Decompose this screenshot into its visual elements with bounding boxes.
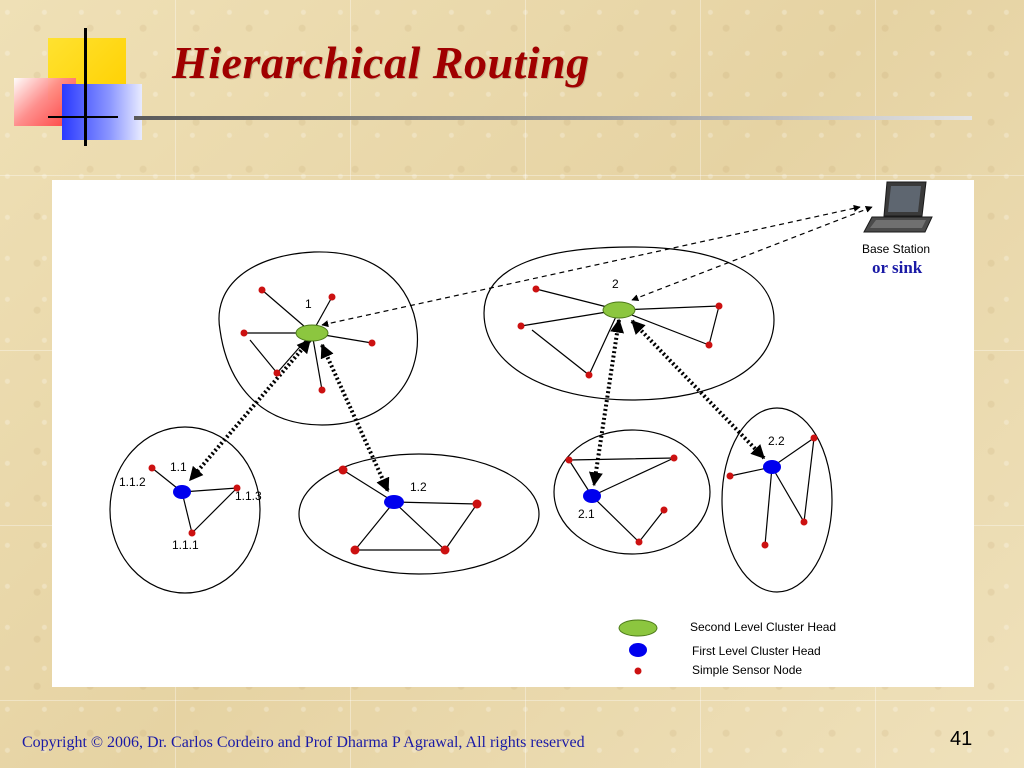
second-level-head-2 bbox=[602, 301, 636, 319]
cluster-2-2-boundary bbox=[721, 407, 833, 593]
cluster-label-1-2: 1.2 bbox=[410, 480, 427, 494]
sensor-node bbox=[440, 545, 450, 555]
legend-first-level-symbol bbox=[629, 643, 647, 657]
sensor-node bbox=[148, 464, 156, 472]
sensor-node bbox=[338, 465, 348, 475]
logo-blue-square bbox=[62, 84, 142, 140]
first-level-head-1-2 bbox=[384, 495, 404, 509]
cluster-label-2-2: 2.2 bbox=[768, 434, 785, 448]
background-tile-line bbox=[0, 175, 1024, 176]
sensor-nodes bbox=[148, 285, 818, 555]
logo-horizontal-line bbox=[48, 116, 118, 118]
sensor-node bbox=[517, 322, 525, 330]
base-station-sublabel: or sink bbox=[872, 258, 923, 277]
cluster-label-1: 1 bbox=[305, 297, 312, 311]
sensor-node bbox=[472, 499, 482, 509]
arrow-cluster1-to-1-1 bbox=[188, 338, 312, 482]
title-underline-rule bbox=[134, 116, 972, 120]
sensor-node bbox=[273, 369, 281, 377]
base-station-label: Base Station bbox=[862, 242, 930, 256]
node-label-1-1-2: 1.1.2 bbox=[119, 475, 146, 489]
sensor-node bbox=[368, 339, 376, 347]
footer-copyright: Copyright © 2006, Dr. Carlos Cordeiro an… bbox=[22, 734, 585, 751]
sensor-node bbox=[715, 302, 723, 310]
sensor-node bbox=[635, 538, 643, 546]
cluster-label-1-1: 1.1 bbox=[170, 460, 187, 474]
sensor-node bbox=[233, 484, 241, 492]
cluster-1-2-boundary bbox=[298, 453, 540, 575]
sensor-node bbox=[670, 454, 678, 462]
node-label-1-1-3: 1.1.3 bbox=[235, 489, 262, 503]
cluster-1-1-boundary bbox=[109, 426, 261, 594]
first-level-head-1-1 bbox=[173, 485, 191, 499]
legend-sensor-symbol bbox=[634, 667, 642, 675]
first-level-head-2-1 bbox=[583, 489, 601, 503]
slide-number: 41 bbox=[950, 728, 973, 750]
sensor-node bbox=[318, 386, 326, 394]
sensor-node bbox=[532, 285, 540, 293]
diagram-background bbox=[52, 180, 974, 687]
slide-title: Hierarchical Routing bbox=[172, 37, 590, 88]
arrow-cluster2-to-2-1 bbox=[588, 318, 625, 487]
arrow-cluster2-to-2-2 bbox=[630, 319, 766, 460]
sensor-node bbox=[585, 371, 593, 379]
logo-vertical-line bbox=[84, 28, 87, 146]
node-label-1-1-1: 1.1.1 bbox=[172, 538, 199, 552]
sensor-node bbox=[726, 472, 734, 480]
sensor-node bbox=[240, 329, 248, 337]
hierarchical-routing-diagram: 1 2 1.1 1.1.2 1.1.3 1.1.1 1.2 2.1 2.2 Ba… bbox=[52, 180, 974, 687]
arrow-cluster2-to-base bbox=[631, 206, 873, 301]
cluster-label-2: 2 bbox=[612, 277, 619, 291]
diagram-canvas: 1 2 1.1 1.1.2 1.1.3 1.1.1 1.2 2.1 2.2 Ba… bbox=[52, 180, 974, 687]
sensor-node bbox=[188, 529, 196, 537]
sensor-node bbox=[810, 434, 818, 442]
second-level-head-1 bbox=[295, 324, 329, 342]
background-tile-line bbox=[0, 700, 1024, 701]
legend-first-level-label: First Level Cluster Head bbox=[692, 644, 821, 658]
first-level-head-2-2 bbox=[763, 460, 781, 474]
legend-sensor-label: Simple Sensor Node bbox=[692, 663, 802, 677]
arrow-cluster1-to-base bbox=[321, 204, 861, 328]
sensor-node bbox=[258, 286, 266, 294]
sensor-node bbox=[565, 456, 573, 464]
sensor-node bbox=[800, 518, 808, 526]
sensor-node bbox=[705, 341, 713, 349]
laptop-icon bbox=[863, 181, 933, 233]
routing-arrows bbox=[188, 204, 873, 493]
sensor-node bbox=[328, 293, 336, 301]
legend-second-level-label: Second Level Cluster Head bbox=[690, 620, 836, 634]
cluster-label-2-1: 2.1 bbox=[578, 507, 595, 521]
sensor-node bbox=[350, 545, 360, 555]
diagram-legend: Second Level Cluster Head First Level Cl… bbox=[618, 619, 836, 677]
legend-second-level-symbol bbox=[618, 619, 658, 637]
sensor-node bbox=[660, 506, 668, 514]
slide-logo-squares bbox=[12, 28, 152, 148]
sensor-node bbox=[761, 541, 769, 549]
